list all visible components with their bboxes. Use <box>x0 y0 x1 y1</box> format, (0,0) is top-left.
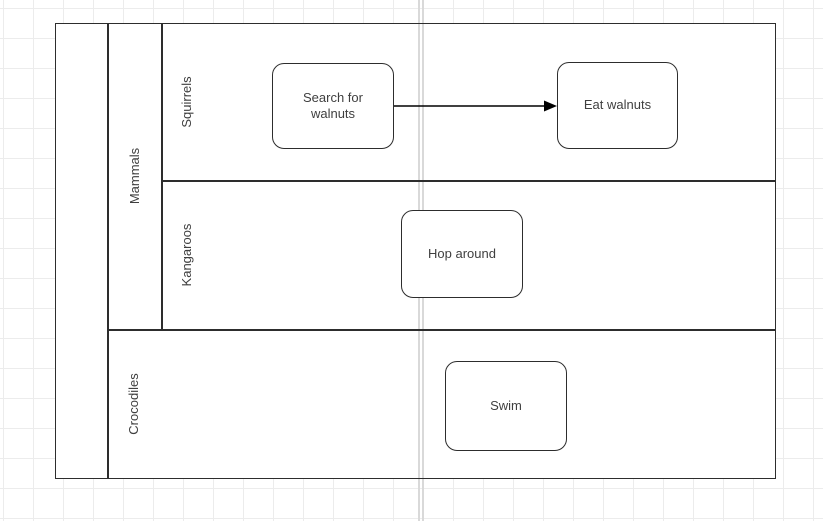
task-search-walnuts[interactable]: Search for walnuts <box>272 63 394 149</box>
task-label: Eat walnuts <box>583 97 652 113</box>
lane-label-crocodiles[interactable]: Crocodiles <box>126 373 141 435</box>
task-label: Search for walnuts <box>303 89 363 121</box>
pool-title-divider <box>107 23 109 479</box>
squirrels-kangaroos-divider <box>161 180 775 182</box>
sublane-label-kangaroos[interactable]: Kangaroos <box>179 223 194 287</box>
bpmn-pool[interactable] <box>55 23 776 479</box>
task-label: Hop around <box>428 245 496 261</box>
task-hop-around[interactable]: Hop around <box>401 210 523 298</box>
sublane-label-squirrels[interactable]: Squirrels <box>179 76 194 128</box>
task-eat-walnuts[interactable]: Eat walnuts <box>557 62 678 149</box>
pool-title-cell[interactable] <box>45 181 65 321</box>
task-label: Swim <box>490 397 522 413</box>
sequence-flow-arrow[interactable] <box>394 96 557 116</box>
mammals-crocodiles-divider <box>107 329 775 331</box>
arrowhead-icon <box>544 100 557 112</box>
task-swim[interactable]: Swim <box>445 361 567 451</box>
lane-label-mammals[interactable]: Mammals <box>127 147 142 205</box>
sublane-left-edge-divider <box>161 23 163 330</box>
